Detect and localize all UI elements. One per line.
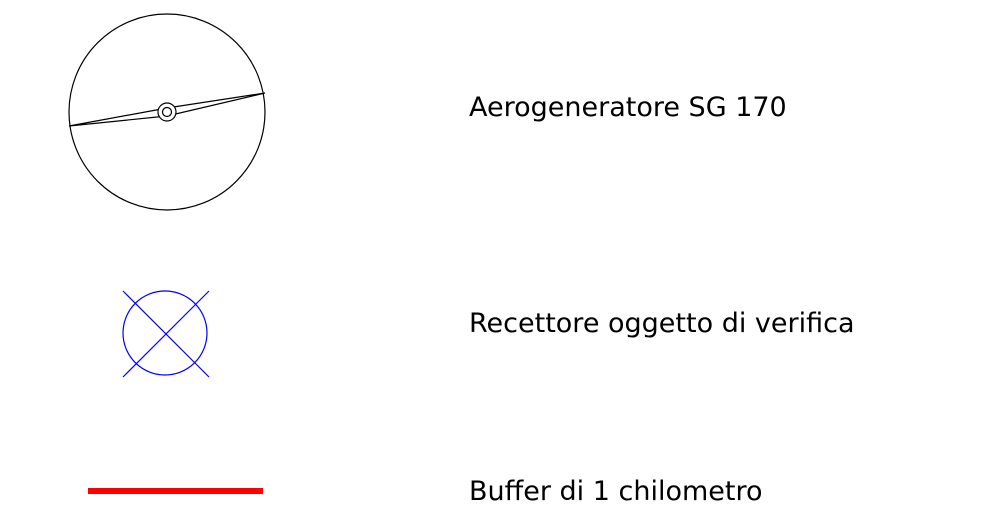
legend-label-buffer: Buffer di 1 chilometro (469, 476, 763, 507)
legend-label-turbine: Aerogeneratore SG 170 (469, 92, 787, 123)
buffer-line-icon (88, 488, 263, 494)
receptor-crossed-circle-icon (122, 290, 210, 378)
receptor-cross-line-b (122, 290, 210, 378)
legend-label-receptor: Recettore oggetto di verifica (469, 308, 855, 339)
hub-inner (161, 106, 173, 118)
hub-outer (157, 102, 177, 122)
wind-turbine-icon (68, 13, 266, 211)
receptor-circle (122, 290, 208, 376)
rotor-circle (68, 13, 266, 211)
